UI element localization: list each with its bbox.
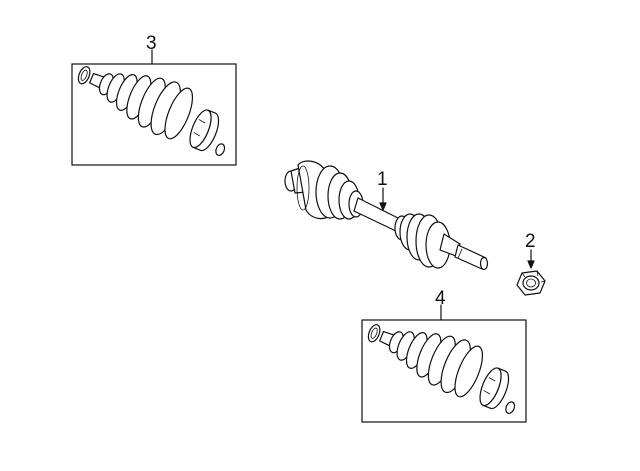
axle-nut (516, 270, 546, 296)
callout-3: 3 (146, 33, 157, 54)
leader-arrow-1 (379, 202, 387, 211)
callout-2: 2 (525, 231, 536, 252)
callout-1: 1 (377, 169, 388, 190)
leader-arrow-2 (527, 260, 535, 269)
boot-kit-4 (358, 304, 532, 419)
kit-box-3 (71, 63, 237, 166)
kit-box-4 (361, 319, 527, 423)
callout-4: 4 (435, 288, 446, 309)
axle-shaft-assembly (284, 160, 489, 271)
